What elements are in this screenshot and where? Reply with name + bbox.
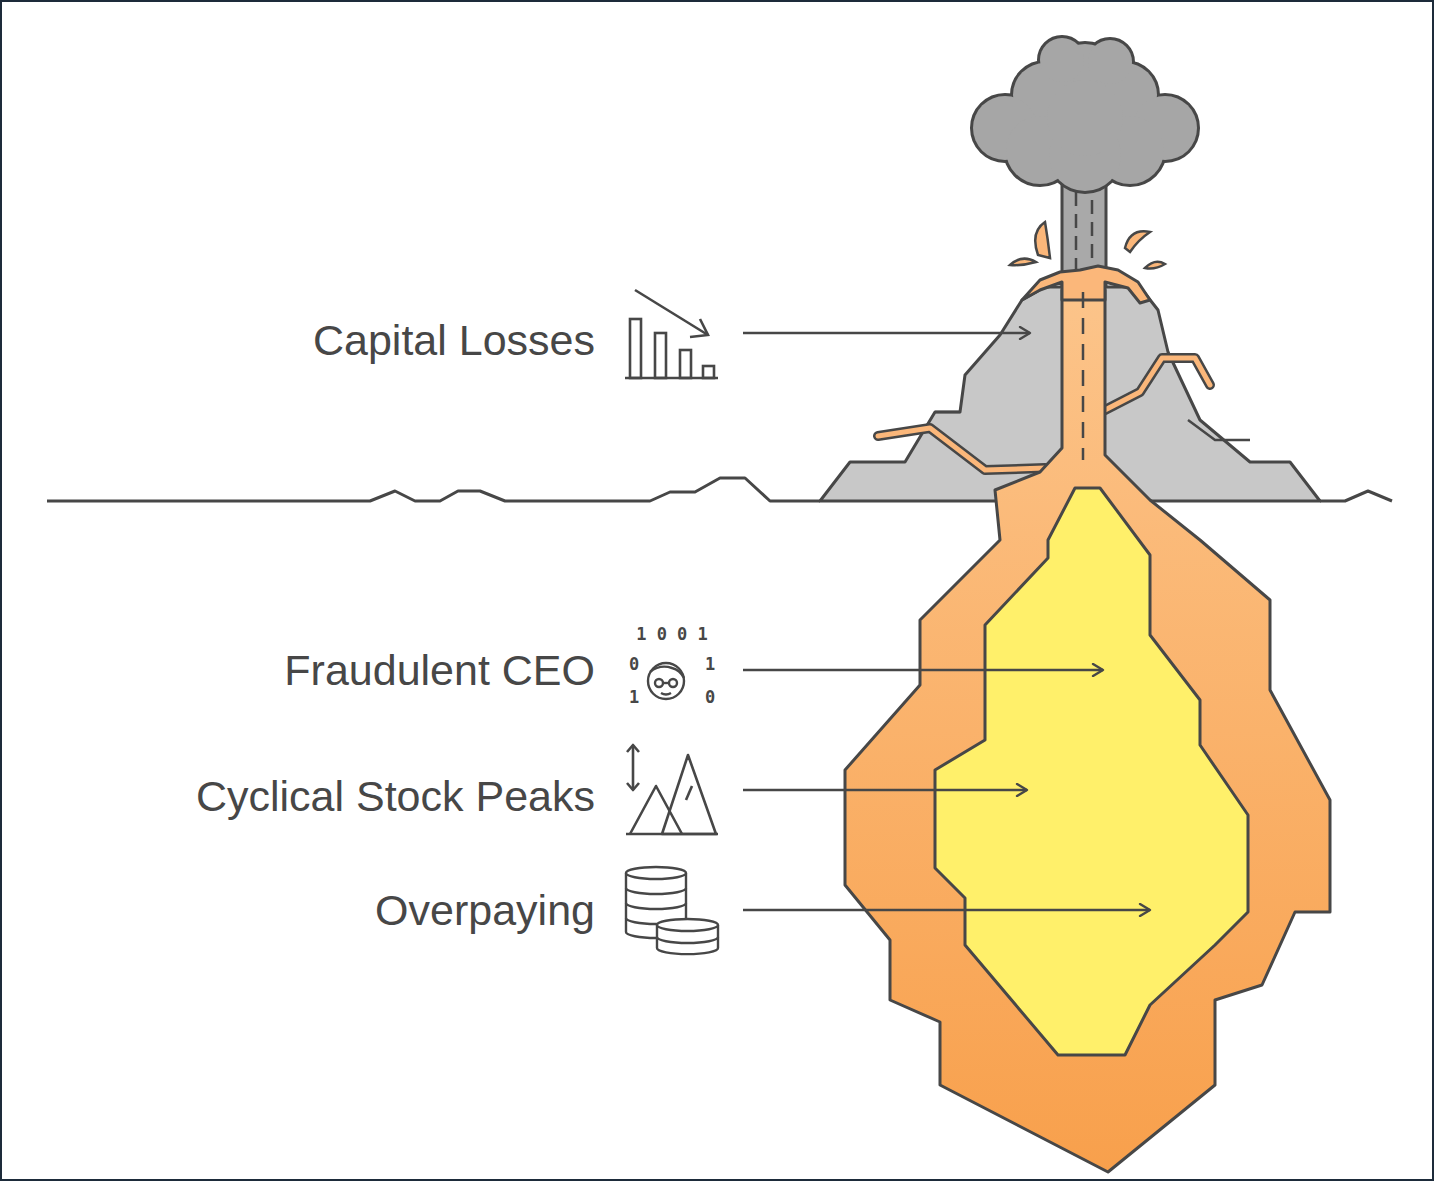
lava-flows: [878, 358, 1210, 470]
callout-label: Fraudulent CEO: [284, 647, 595, 694]
coins-icon: [626, 867, 718, 954]
lava-splashes: [1010, 222, 1165, 269]
callout-label: Cyclical Stock Peaks: [196, 773, 595, 820]
conduit-line: [1082, 292, 1085, 460]
leader-arrows: [743, 333, 1150, 910]
callout-label: Capital Losses: [313, 317, 595, 364]
binary-digit: 1: [629, 688, 639, 707]
ash-cloud: [973, 38, 1197, 191]
chart-icon: [625, 290, 718, 378]
binary-digit: 0: [629, 655, 639, 674]
mountain-icon: [626, 745, 718, 834]
magma-core: [935, 488, 1248, 1055]
binary-digits: 1 0 0 1: [636, 625, 708, 644]
crater-lava: [1022, 266, 1150, 303]
callout-label: Overpaying: [375, 887, 595, 934]
ground-line: [47, 478, 1392, 501]
binary-digit: 0: [705, 688, 715, 707]
magma-chamber: [845, 290, 1330, 1172]
binary-digit: 1: [705, 655, 715, 674]
person-icon: [648, 663, 684, 699]
